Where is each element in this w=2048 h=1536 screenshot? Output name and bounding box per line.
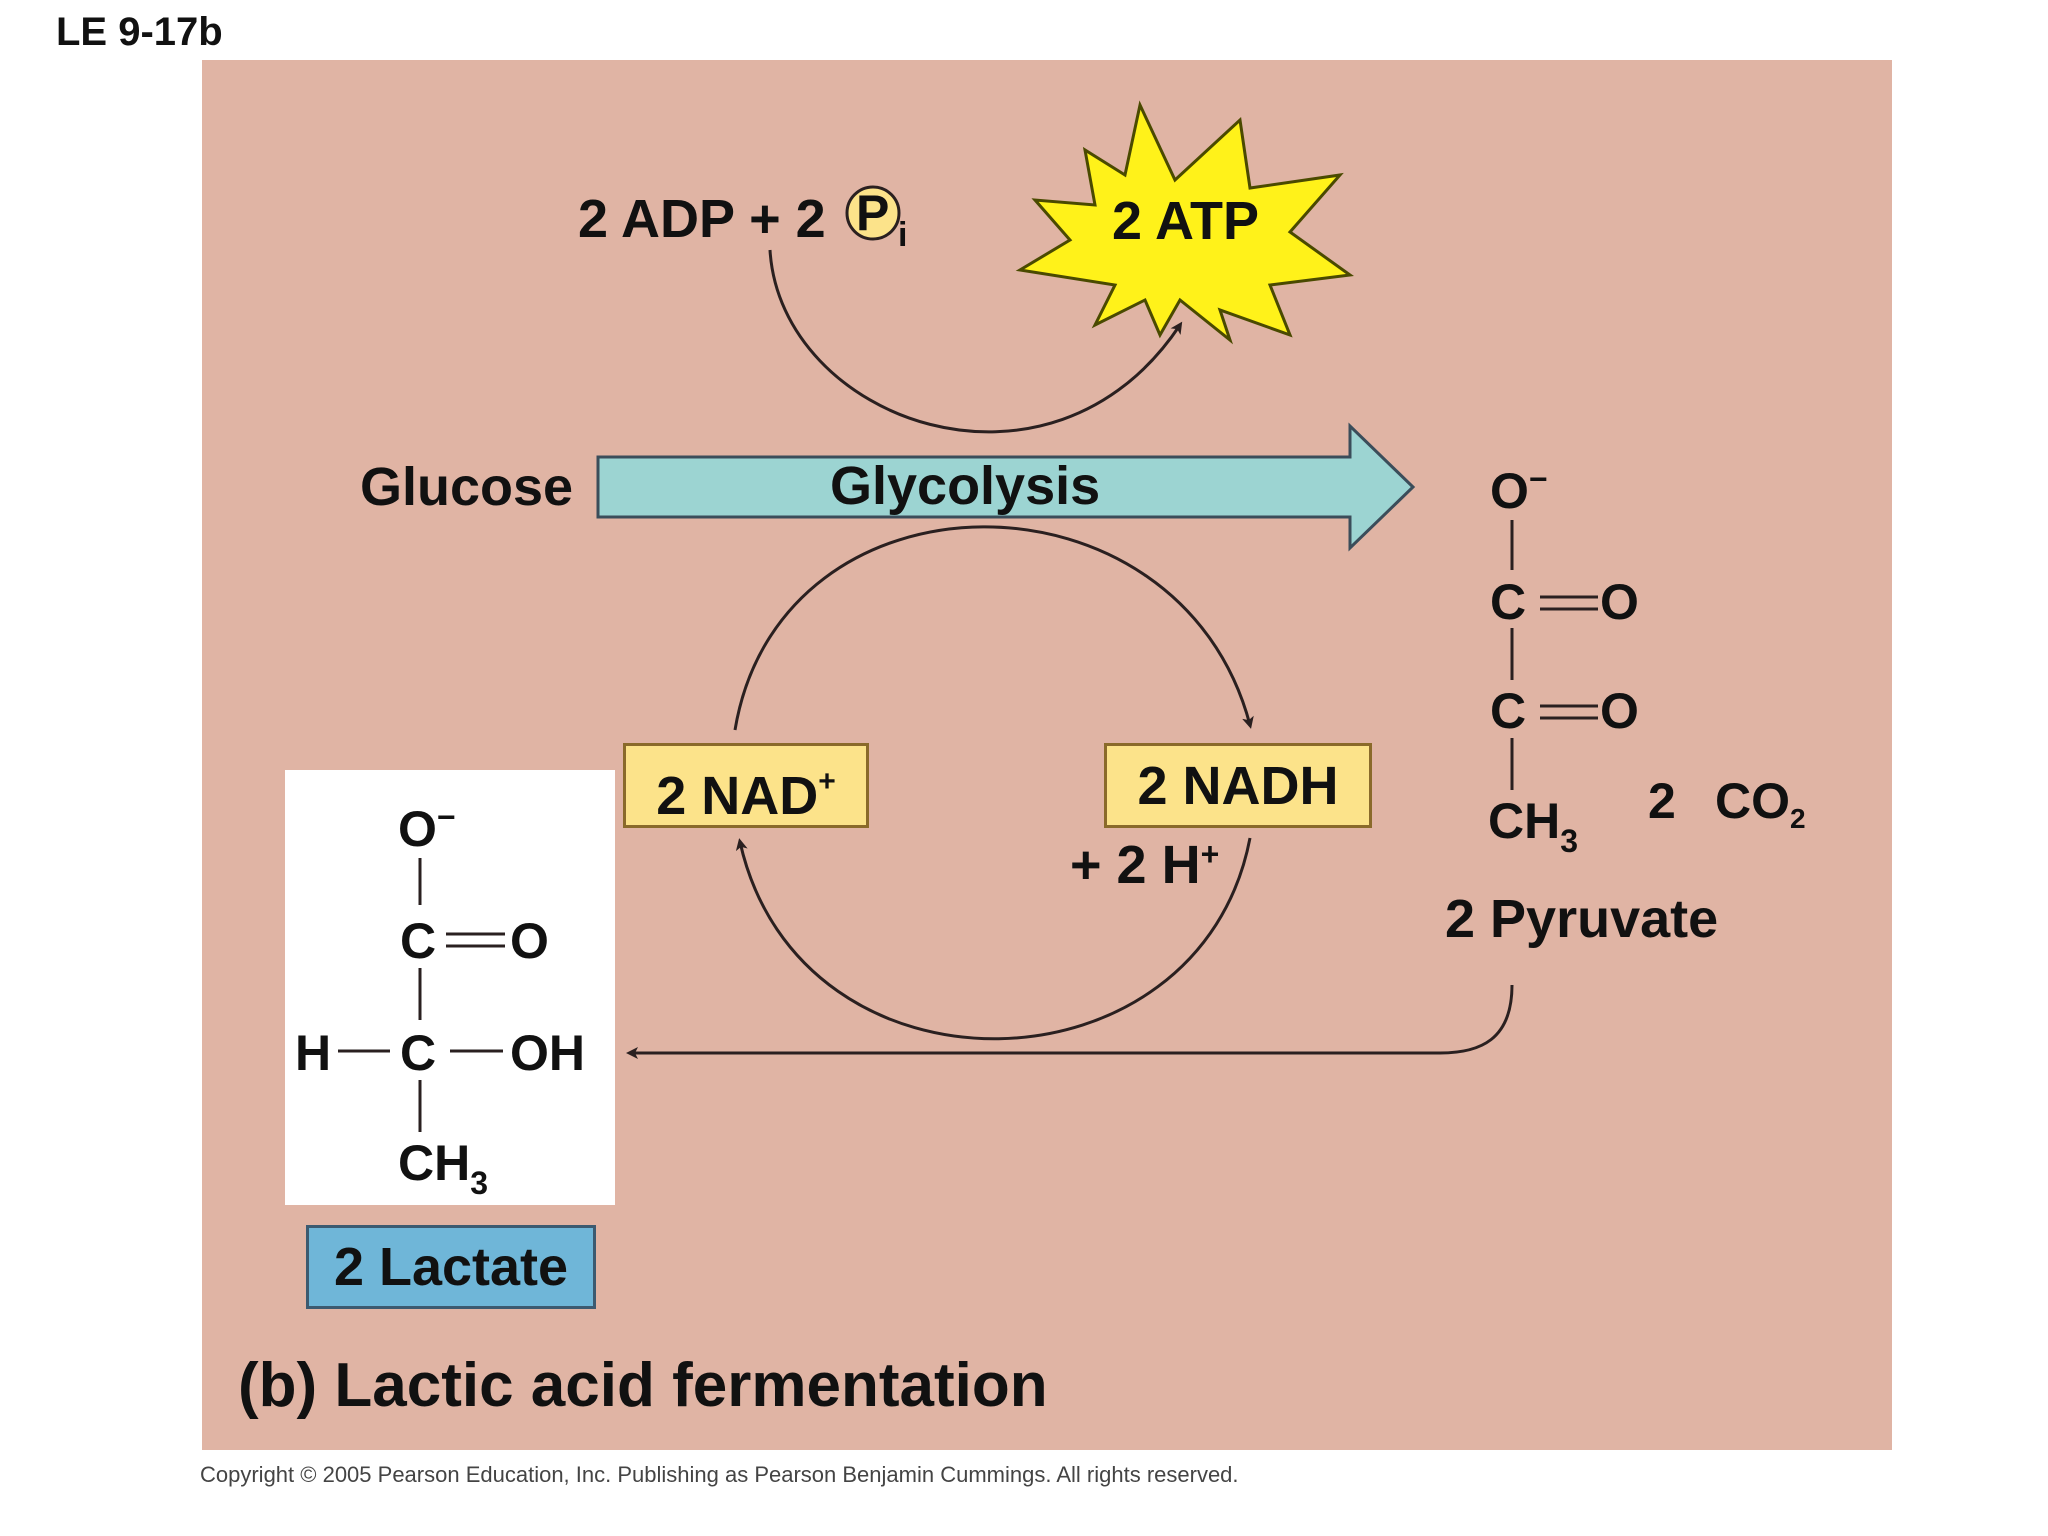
- nadh-box: 2 NADH: [1104, 743, 1372, 828]
- pyruvate-minus: −: [1528, 461, 1548, 497]
- co2-label: CO2: [1715, 772, 1806, 834]
- pyruvate-o1: O: [1600, 574, 1639, 630]
- lactate-minus: −: [436, 799, 456, 835]
- lactate-o1: O: [510, 913, 549, 969]
- nad-to-nadh-arrow: [733, 525, 1254, 731]
- protons-charge: +: [1200, 836, 1220, 872]
- nad-box: 2 NAD+: [623, 743, 869, 828]
- phosphate-subscript: i: [898, 216, 908, 254]
- protons-label: + 2 H+: [1070, 834, 1219, 896]
- phosphate-circle: [845, 185, 901, 241]
- atp-arrow: [768, 249, 1183, 434]
- atp-label: 2 ATP: [1112, 191, 1260, 251]
- pyruvate-o-minus: O−: [1490, 461, 1548, 520]
- pyruvate-o: O: [1490, 463, 1529, 519]
- nad-label: 2 NAD: [656, 766, 819, 826]
- figure-label: LE 9-17b: [56, 10, 223, 54]
- lactate-c2: C: [400, 1025, 437, 1081]
- co2-count: 2: [1648, 773, 1676, 829]
- co2-subscript: 2: [1790, 803, 1806, 834]
- pyruvate-o2: O: [1600, 683, 1639, 739]
- glycolysis-label: Glycolysis: [830, 456, 1101, 516]
- diagram-panel: [202, 60, 1892, 1450]
- lactate-ch3: CH3: [398, 1134, 488, 1201]
- adp-pi-label: 2 ADP + 2: [578, 188, 826, 250]
- phosphate-symbol: P: [856, 185, 890, 241]
- pyruvate-bonds: [1510, 520, 1598, 790]
- lactate-label: 2 Lactate: [306, 1225, 596, 1309]
- lactate-h: H: [295, 1025, 332, 1081]
- glycolysis-arrow: [596, 422, 1416, 552]
- protons-text: + 2 H: [1070, 835, 1201, 895]
- pyruvate-ch3: CH3: [1488, 792, 1578, 859]
- glucose-label: Glucose: [360, 457, 574, 517]
- nadh-label: 2 NADH: [1137, 756, 1339, 816]
- pyruvate-c2: C: [1490, 683, 1527, 739]
- lactate-oh: OH: [510, 1025, 585, 1081]
- adp-text: 2 ADP + 2: [578, 189, 826, 249]
- lactate-ch: CH: [398, 1135, 471, 1191]
- pyruvate-ch: CH: [1488, 793, 1561, 849]
- co2-text: CO: [1715, 773, 1790, 829]
- pyruvate-c1: C: [1490, 574, 1527, 630]
- atp-burst: [1015, 100, 1354, 345]
- lactate-structure-panel: [285, 770, 615, 1205]
- lactate-c1: C: [400, 913, 437, 969]
- pyruvate-to-lactate-arrow: [626, 984, 1514, 1059]
- nad-charge: +: [818, 765, 836, 798]
- nadh-to-nad-arrow: [735, 837, 1252, 1041]
- pyruvate-label: 2 Pyruvate: [1445, 889, 1719, 949]
- caption: (b) Lactic acid fermentation: [238, 1351, 1048, 1420]
- lactate-o-minus: O−: [398, 799, 456, 858]
- lactate-sub3: 3: [470, 1165, 489, 1201]
- lactate-o: O: [398, 801, 437, 857]
- copyright: Copyright © 2005 Pearson Education, Inc.…: [200, 1462, 1239, 1487]
- pyruvate-sub3: 3: [1560, 823, 1579, 859]
